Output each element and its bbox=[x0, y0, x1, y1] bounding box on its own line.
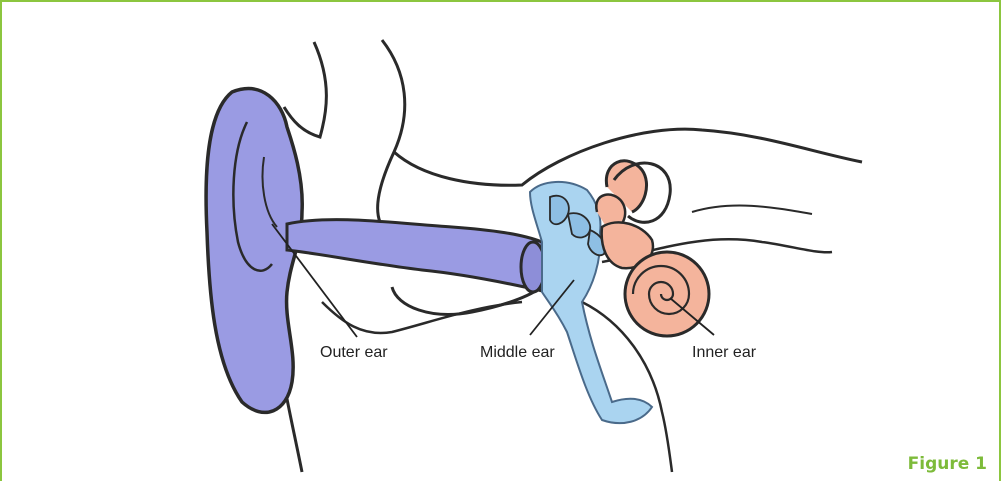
canal-lower-bump bbox=[392, 287, 542, 314]
inner-ear-label: Inner ear bbox=[692, 344, 757, 361]
figure-label: Figure 1 bbox=[908, 454, 987, 474]
head-outline-ear-top bbox=[378, 40, 405, 222]
head-outline-upper bbox=[284, 42, 326, 137]
middle-ear-label: Middle ear bbox=[480, 344, 555, 361]
outer-ear-label: Outer ear bbox=[320, 344, 388, 361]
inner-ear-nerve-line bbox=[692, 206, 812, 214]
cochlea bbox=[625, 252, 709, 336]
ear-canal bbox=[287, 220, 547, 292]
